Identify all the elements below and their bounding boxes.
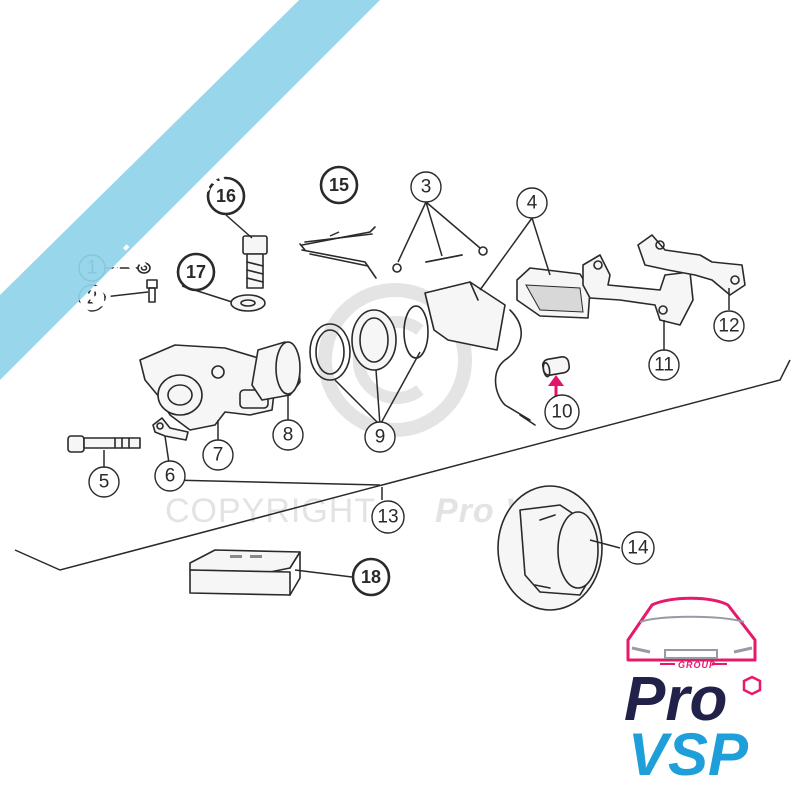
callout-5: 5 <box>88 466 120 498</box>
website-banner-text: pro-pieces-vsp.com <box>49 61 333 345</box>
part-9-seals <box>309 305 429 381</box>
watermark-copyright-text: COPYRIGHT <box>165 492 376 530</box>
logo-group-text: GROUP <box>678 660 716 670</box>
callout-11: 11 <box>648 349 680 381</box>
logo-pro-text: Pro <box>624 665 727 734</box>
callout-15: 15 <box>319 165 359 205</box>
callout-14: 14 <box>621 531 655 565</box>
part-17-washer <box>230 294 266 312</box>
callout-16: 16 <box>206 176 246 216</box>
callout-5-label: 5 <box>99 472 110 493</box>
part-10-sleeve <box>541 356 571 378</box>
part-5-bolt <box>67 435 141 453</box>
callout-3-label: 3 <box>421 177 432 198</box>
callout-16-label: 16 <box>216 186 236 206</box>
callouts: 1 2 3 4 5 6 7 8 <box>78 165 745 597</box>
callout-8: 8 <box>272 419 304 451</box>
section-lines <box>14 359 791 571</box>
callout-18-label: 18 <box>361 567 381 587</box>
callout-9: 9 <box>364 421 396 453</box>
callout-10: 10 <box>544 394 580 430</box>
watermark-copyright-symbol <box>318 283 472 437</box>
part-6-lock-plate <box>152 417 189 441</box>
callout-7: 7 <box>202 439 234 471</box>
callout-6: 6 <box>154 460 186 492</box>
callout-4: 4 <box>516 187 548 219</box>
part-11-bracket <box>582 254 694 326</box>
part-4-brake-pads <box>424 267 591 426</box>
logo-vsp-text: VSP <box>628 721 749 788</box>
callout-12: 12 <box>713 310 745 342</box>
callout-13: 13 <box>371 500 405 534</box>
callout-10-label: 10 <box>551 402 572 423</box>
part-3-pins <box>392 246 488 273</box>
hexagon-nut-icon <box>742 675 762 696</box>
part-7-caliper <box>139 344 276 431</box>
provsp-logo: GROUP Pro VSP <box>624 596 762 788</box>
part-18-kit-box <box>189 549 301 596</box>
callout-17: 17 <box>176 252 216 292</box>
callout-9-label: 9 <box>375 427 386 448</box>
part-8-piston <box>251 341 301 401</box>
callout-18: 18 <box>351 557 391 597</box>
callout-6-label: 6 <box>165 466 176 487</box>
callout-2-label: 2 <box>87 288 98 309</box>
part-15-spring-clip <box>299 226 377 279</box>
callout-14-label: 14 <box>627 538 649 559</box>
callout-3: 3 <box>410 171 442 203</box>
callout-12-label: 12 <box>718 316 739 337</box>
car-outline-icon <box>626 596 757 662</box>
part-2-bleed-screw <box>146 279 158 303</box>
watermark: COPYRIGHT Pro VSP <box>165 283 575 530</box>
callout-13-label: 13 <box>377 507 398 528</box>
callout-17-label: 17 <box>186 262 206 282</box>
leader-lines <box>103 201 730 578</box>
part-12-plate <box>637 234 746 296</box>
callout-8-label: 8 <box>283 425 294 446</box>
callout-15-label: 15 <box>329 175 349 195</box>
callout-4-label: 4 <box>527 193 538 214</box>
callout-11-label: 11 <box>654 355 674 376</box>
part-16-banjo-bolt <box>242 235 268 289</box>
part-14-brake-disc <box>497 485 603 611</box>
callout-7-label: 7 <box>213 445 224 466</box>
